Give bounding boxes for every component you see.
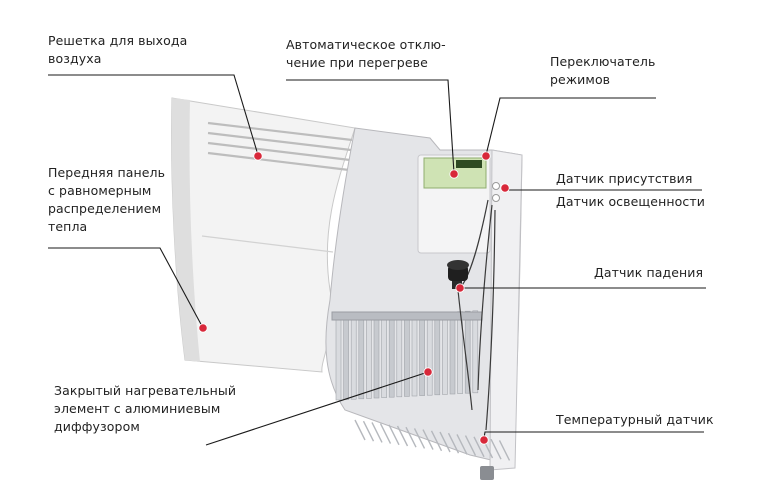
- grille-bar: [456, 434, 468, 455]
- grille-bar: [396, 425, 409, 447]
- heating-fin: [419, 313, 425, 396]
- label-overheat-cutoff: Автоматическое отклю- чение при перегрев…: [286, 37, 446, 70]
- label-light-sensor: Датчик освещенности: [556, 194, 705, 209]
- panel-seam: [201, 235, 334, 253]
- marker-fall-sensor: [455, 283, 465, 293]
- grille-bar: [464, 435, 477, 456]
- heating-fin: [434, 312, 441, 396]
- heating-element-fins: [335, 310, 479, 401]
- heating-fin: [442, 312, 448, 395]
- label-temperature-sensor: Температурный датчик: [556, 412, 714, 427]
- grille-bar: [371, 422, 383, 443]
- sensor-lens-top: [492, 182, 500, 190]
- label-front-panel: Передняя панель с равномерным распределе…: [48, 165, 166, 234]
- marker-presence-sensor: [500, 183, 510, 193]
- grille-bar: [354, 419, 366, 441]
- sensor-lens-bottom: [492, 194, 500, 202]
- bottom-grille: [354, 419, 511, 461]
- leader-lines: [48, 74, 706, 446]
- grille-bar: [490, 438, 502, 460]
- grille-bar: [430, 430, 443, 452]
- grille-bar: [362, 420, 375, 442]
- heating-fin: [343, 317, 349, 400]
- label-heating-element: Закрытый нагревательный элемент с алюмин…: [54, 383, 237, 434]
- label-air-grille: Решетка для выхода воздуха: [48, 33, 188, 66]
- grille-bar: [498, 440, 511, 461]
- control-display: [456, 160, 482, 168]
- leader-mode-switch: [485, 97, 656, 156]
- grille-bar: [388, 424, 400, 446]
- heating-fin: [366, 316, 372, 399]
- heating-fin: [350, 316, 357, 400]
- heater-foot: [480, 466, 494, 480]
- heating-element-base: [331, 311, 483, 321]
- marker-mode-switch: [481, 151, 491, 161]
- heating-fin: [426, 312, 433, 396]
- label-presence-sensor: Датчик присутствия: [556, 171, 693, 186]
- grille-bar: [413, 428, 426, 449]
- heating-fin: [335, 317, 342, 401]
- heating-fin: [404, 314, 410, 397]
- marker-temperature-sensor: [479, 435, 489, 445]
- label-fall-sensor: Датчик падения: [594, 265, 704, 280]
- leader-temperature-sensor: [483, 431, 704, 439]
- air-grille: [207, 121, 353, 172]
- label-mode-switch: Переключатель режимов: [550, 54, 656, 87]
- marker-front-panel: [198, 323, 208, 333]
- heating-fin: [472, 310, 479, 394]
- heating-fin: [411, 313, 418, 397]
- marker-air-grille: [253, 151, 263, 161]
- wiring: [457, 199, 496, 431]
- marker-overheat-cutoff: [449, 169, 459, 179]
- marker-heating-element: [423, 367, 433, 377]
- heating-fin: [358, 316, 365, 400]
- front-panel-shade: [171, 98, 200, 362]
- heating-fin: [373, 315, 380, 399]
- leader-overheat-cutoff: [286, 79, 455, 174]
- grille-bar: [422, 429, 434, 450]
- leader-air-grille: [48, 74, 259, 156]
- heating-fin: [449, 311, 456, 395]
- grille-bar: [379, 423, 392, 444]
- callout-markers: [198, 151, 510, 445]
- grille-bar: [447, 432, 460, 454]
- heating-fin: [464, 310, 471, 394]
- grille-bar: [473, 436, 485, 458]
- heating-fin: [396, 314, 403, 398]
- leader-front-panel: [48, 247, 204, 329]
- grille-bar: [439, 431, 451, 453]
- grille-bar: [405, 426, 417, 448]
- leader-heating-element: [205, 371, 429, 446]
